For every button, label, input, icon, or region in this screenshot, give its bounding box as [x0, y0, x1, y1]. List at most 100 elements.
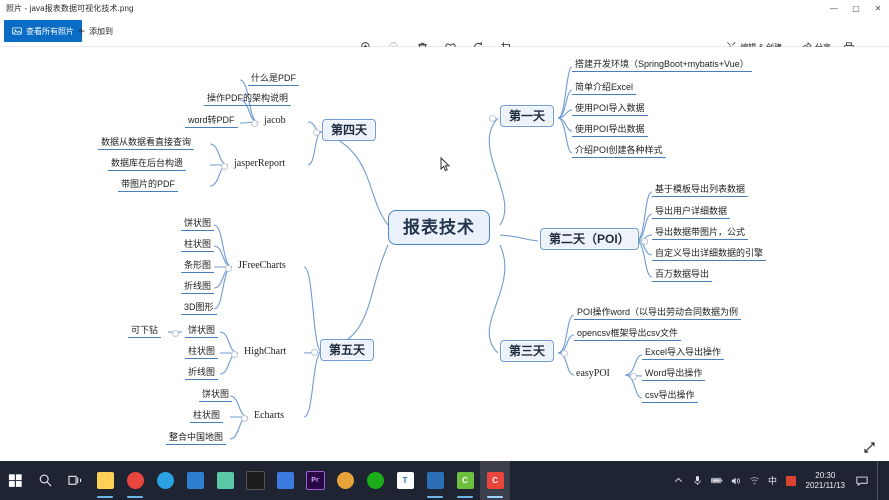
- windows-start-icon[interactable]: [0, 461, 30, 500]
- taskbar-app-clion[interactable]: C: [480, 461, 510, 500]
- clock-time: 20:30: [815, 470, 836, 480]
- highchart-annotation-drilldown[interactable]: 可下钻: [128, 325, 162, 338]
- image-canvas: 报表技术 第一天 搭建开发环境（SpringBoot+mybatis+Vue） …: [0, 47, 889, 461]
- close-button[interactable]: ✕: [874, 3, 882, 13]
- taskbar-app-onenote[interactable]: [270, 461, 300, 500]
- day5-group-jfreecharts[interactable]: JFreeCharts: [238, 260, 286, 271]
- echarts-item-2[interactable]: 柱状图: [190, 410, 224, 423]
- day5-group-highchart-marker: [231, 351, 238, 358]
- taskbar-app-tim[interactable]: T: [390, 461, 420, 500]
- jasperreport-item-3[interactable]: 带图片的PDF: [118, 179, 179, 192]
- branch-day1[interactable]: 第一天: [500, 105, 555, 127]
- day3-item-1[interactable]: POI操作word（以导出劳动合同数据为例: [574, 307, 742, 320]
- premiere-icon: Pr: [305, 471, 325, 490]
- taskbar-app-store[interactable]: [180, 461, 210, 500]
- plus-icon: +: [78, 24, 86, 38]
- day2-item-2[interactable]: 导出用户详细数据: [652, 206, 731, 219]
- day2-item-1[interactable]: 基于模板导出列表数据: [652, 184, 749, 197]
- tray-battery-icon[interactable]: [710, 461, 723, 500]
- notification-icon[interactable]: [854, 461, 870, 500]
- mouse-cursor: [440, 156, 451, 172]
- easypoi-item-1[interactable]: Excel导入导出操作: [642, 347, 725, 360]
- highchart-item-1[interactable]: 饼状图: [185, 325, 219, 338]
- day2-item-5[interactable]: 百万数据导出: [652, 269, 713, 282]
- highchart-item-2[interactable]: 柱状图: [185, 346, 219, 359]
- tray-volume-icon[interactable]: [730, 461, 742, 500]
- idea-green-icon: C: [456, 472, 474, 489]
- show-desktop-button[interactable]: [877, 461, 883, 500]
- window-controls: — ▢ ✕: [823, 0, 889, 16]
- day3-sub-easypoi[interactable]: easyPOI: [576, 368, 610, 379]
- jfreecharts-item-4[interactable]: 折线图: [181, 281, 215, 294]
- honeyview-icon: [336, 472, 354, 489]
- taskbar-app-wechat[interactable]: [360, 461, 390, 500]
- taskbar-app-honeyview[interactable]: [330, 461, 360, 500]
- day4-group-jacob[interactable]: jacob: [264, 115, 286, 126]
- branch-day3[interactable]: 第三天: [500, 340, 555, 362]
- day2-item-3[interactable]: 导出数据带图片，公式: [652, 227, 749, 240]
- title-bar: 照片 - java报表数据可视化技术.png — ▢ ✕: [0, 0, 889, 16]
- branch-day3-marker: [561, 350, 568, 357]
- clock-date: 2021/11/13: [805, 480, 845, 490]
- tray-microphone-icon[interactable]: [692, 461, 704, 500]
- jacob-item-1[interactable]: 什么是PDF: [248, 73, 300, 86]
- jfreecharts-item-2[interactable]: 柱状图: [181, 239, 215, 252]
- tim-icon: T: [396, 472, 414, 489]
- app-running-indicator: [427, 496, 443, 498]
- taskbar-app-file-explorer[interactable]: [90, 461, 120, 500]
- tray-network-icon[interactable]: [749, 461, 761, 500]
- taskbar-app-terminal[interactable]: [240, 461, 270, 500]
- day2-item-4[interactable]: 自定义导出详细数据的引擎: [652, 248, 767, 261]
- easypoi-item-2[interactable]: Word导出操作: [642, 368, 706, 381]
- day5-group-highchart[interactable]: HighChart: [244, 346, 287, 357]
- taskbar-app-edge[interactable]: [150, 461, 180, 500]
- taskbar-app-idea[interactable]: C: [450, 461, 480, 500]
- heart-icon[interactable]: [442, 39, 458, 55]
- easypoi-item-3[interactable]: csv导出操作: [642, 390, 698, 403]
- day4-group-jacob-marker: [251, 120, 258, 127]
- expand-arrows-icon[interactable]: [861, 439, 877, 455]
- maximize-button[interactable]: ▢: [852, 3, 860, 13]
- branch-day5[interactable]: 第五天: [320, 339, 375, 361]
- search-icon[interactable]: [30, 461, 60, 500]
- day1-item-1[interactable]: 搭建开发环境（SpringBoot+mybatis+Vue）: [572, 59, 752, 72]
- branch-day4[interactable]: 第四天: [322, 119, 377, 141]
- jfreecharts-item-1[interactable]: 饼状图: [181, 218, 215, 231]
- jfreecharts-item-3[interactable]: 条形图: [181, 260, 215, 273]
- day1-item-3[interactable]: 使用POI导入数据: [572, 103, 648, 116]
- jacob-item-3[interactable]: word转PDF: [185, 115, 238, 128]
- tray-ime-icon[interactable]: 中: [768, 476, 778, 486]
- branch-day1-marker: [489, 115, 496, 122]
- add-to-button[interactable]: + 添加到: [72, 20, 119, 42]
- day3-item-2[interactable]: opencsv框架导出csv文件: [574, 328, 682, 341]
- edge-icon: [156, 472, 174, 489]
- taskbar-app-paint3d[interactable]: [210, 461, 240, 500]
- wechat-icon: [366, 472, 384, 489]
- taskbar-app-premiere[interactable]: Pr: [300, 461, 330, 500]
- day1-item-2[interactable]: 简单介绍Excel: [572, 82, 637, 95]
- tray-chevron-up-icon[interactable]: [673, 461, 685, 500]
- task-view-icon[interactable]: [60, 461, 90, 500]
- echarts-item-1[interactable]: 饼状图: [199, 389, 233, 402]
- tray-app-icon[interactable]: [785, 461, 797, 500]
- minimize-button[interactable]: —: [830, 3, 838, 13]
- taskbar-app-chrome[interactable]: [120, 461, 150, 500]
- taskbar-clock[interactable]: 20:30 2021/11/13: [804, 471, 847, 491]
- mindmap-center-node[interactable]: 报表技术: [388, 210, 490, 245]
- jasperreport-item-1[interactable]: 数据从数据看直接查询: [98, 137, 195, 150]
- day1-item-4[interactable]: 使用POI导出数据: [572, 124, 648, 137]
- jacob-item-2[interactable]: 操作PDF的架构说明: [204, 93, 292, 106]
- day4-group-jasperreport[interactable]: jasperReport: [234, 158, 286, 169]
- system-tray: 中 20:30 2021/11/13: [673, 461, 889, 500]
- day1-item-5[interactable]: 介绍POI创建各种样式: [572, 145, 666, 158]
- jfreecharts-item-5[interactable]: 3D图形: [181, 302, 217, 315]
- highchart-annotation-marker: [172, 330, 179, 337]
- branch-day2[interactable]: 第二天（POI）: [540, 228, 639, 250]
- echarts-item-3[interactable]: 整合中国地图: [166, 432, 227, 445]
- chrome-icon: [126, 472, 144, 489]
- taskbar-app-photos[interactable]: [420, 461, 450, 500]
- jasperreport-item-2[interactable]: 数据库在后台构遗: [108, 158, 187, 171]
- view-all-photos-button[interactable]: 查看所有照片: [4, 20, 82, 42]
- day5-group-echarts[interactable]: Echarts: [254, 410, 284, 421]
- highchart-item-3[interactable]: 折线图: [185, 367, 219, 380]
